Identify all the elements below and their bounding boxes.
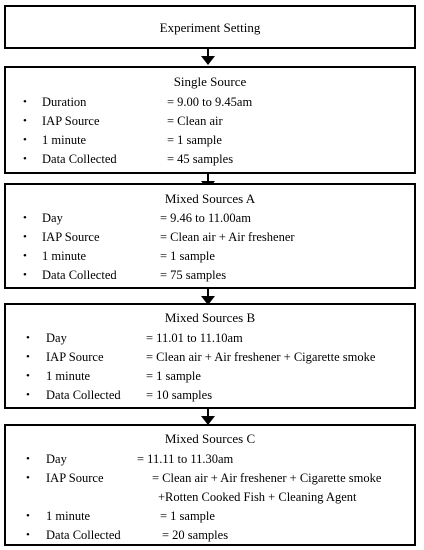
bullet-icon: • — [26, 332, 30, 344]
row-value: = Clean air + Air freshener + Cigarette … — [152, 471, 382, 485]
bullet-icon: • — [23, 269, 27, 281]
row-value: = Clean air + Air freshener + Cigarette … — [146, 350, 376, 364]
bullet-icon: • — [23, 115, 27, 127]
row-value: = 45 samples — [167, 152, 234, 166]
bullet-icon: • — [23, 250, 27, 262]
row-value: = 75 samples — [160, 268, 227, 282]
arrow-down-icon — [201, 289, 215, 309]
bullet-icon: • — [26, 389, 30, 401]
row-label: 1 minute — [42, 133, 87, 147]
bullet-icon: • — [23, 231, 27, 243]
bullet-icon: • — [26, 472, 30, 484]
row-label: Data Collected — [46, 388, 121, 402]
row-value: = 1 sample — [160, 509, 215, 523]
row-label: 1 minute — [46, 509, 91, 523]
row-label: 1 minute — [46, 369, 91, 383]
row-value: = 1 sample — [167, 133, 222, 147]
arrow-down-icon — [201, 409, 215, 429]
bullet-icon: • — [26, 510, 30, 522]
row-value: = 11.01 to 11.10am — [146, 331, 243, 345]
row-label: Duration — [42, 95, 87, 109]
bullet-icon: • — [23, 212, 27, 224]
row-label: Data Collected — [46, 528, 121, 542]
row-value: = 20 samples — [162, 528, 229, 542]
bullet-icon: • — [23, 96, 27, 108]
row-value: = 10 samples — [146, 388, 213, 402]
section-mixed-sources-c: Mixed Sources C • Day = 11.11 to 11.30am… — [4, 424, 416, 546]
section-title: Mixed Sources C — [164, 431, 256, 446]
section-mixed-sources-b: Mixed Sources B • Day = 11.01 to 11.10am… — [4, 303, 416, 409]
row-value: = 1 sample — [160, 249, 215, 263]
section-title: Mixed Sources B — [164, 310, 256, 325]
section-title: Single Source — [173, 74, 247, 89]
row-value: = 9.00 to 9.45am — [167, 95, 253, 109]
row-value: = 11.11 to 11.30am — [137, 452, 234, 466]
arrow-down-icon — [201, 49, 215, 69]
header-box: Experiment Setting — [4, 5, 416, 49]
row-value: = 1 sample — [146, 369, 201, 383]
row-value: = Clean air + Air freshener — [160, 230, 295, 244]
row-value-continued: +Rotten Cooked Fish + Cleaning Agent — [158, 490, 357, 504]
section-mixed-sources-a: Mixed Sources A • Day = 9.46 to 11.00am … — [4, 183, 416, 289]
bullet-icon: • — [26, 529, 30, 541]
row-value: = 9.46 to 11.00am — [160, 211, 251, 225]
row-label: Data Collected — [42, 268, 117, 282]
bullet-icon: • — [26, 453, 30, 465]
row-label: IAP Source — [42, 114, 100, 128]
row-value: = Clean air — [167, 114, 223, 128]
header-title: Experiment Setting — [159, 20, 261, 35]
bullet-icon: • — [23, 153, 27, 165]
bullet-icon: • — [26, 370, 30, 382]
row-label: IAP Source — [42, 230, 100, 244]
row-label: Day — [46, 331, 67, 345]
bullet-icon: • — [26, 351, 30, 363]
row-label: 1 minute — [42, 249, 87, 263]
section-title: Mixed Sources A — [164, 191, 256, 206]
row-label: IAP Source — [46, 471, 104, 485]
section-single-source: Single Source • Duration = 9.00 to 9.45a… — [4, 66, 416, 174]
row-label: Data Collected — [42, 152, 117, 166]
row-label: Day — [42, 211, 63, 225]
row-label: IAP Source — [46, 350, 104, 364]
bullet-icon: • — [23, 134, 27, 146]
row-label: Day — [46, 452, 67, 466]
